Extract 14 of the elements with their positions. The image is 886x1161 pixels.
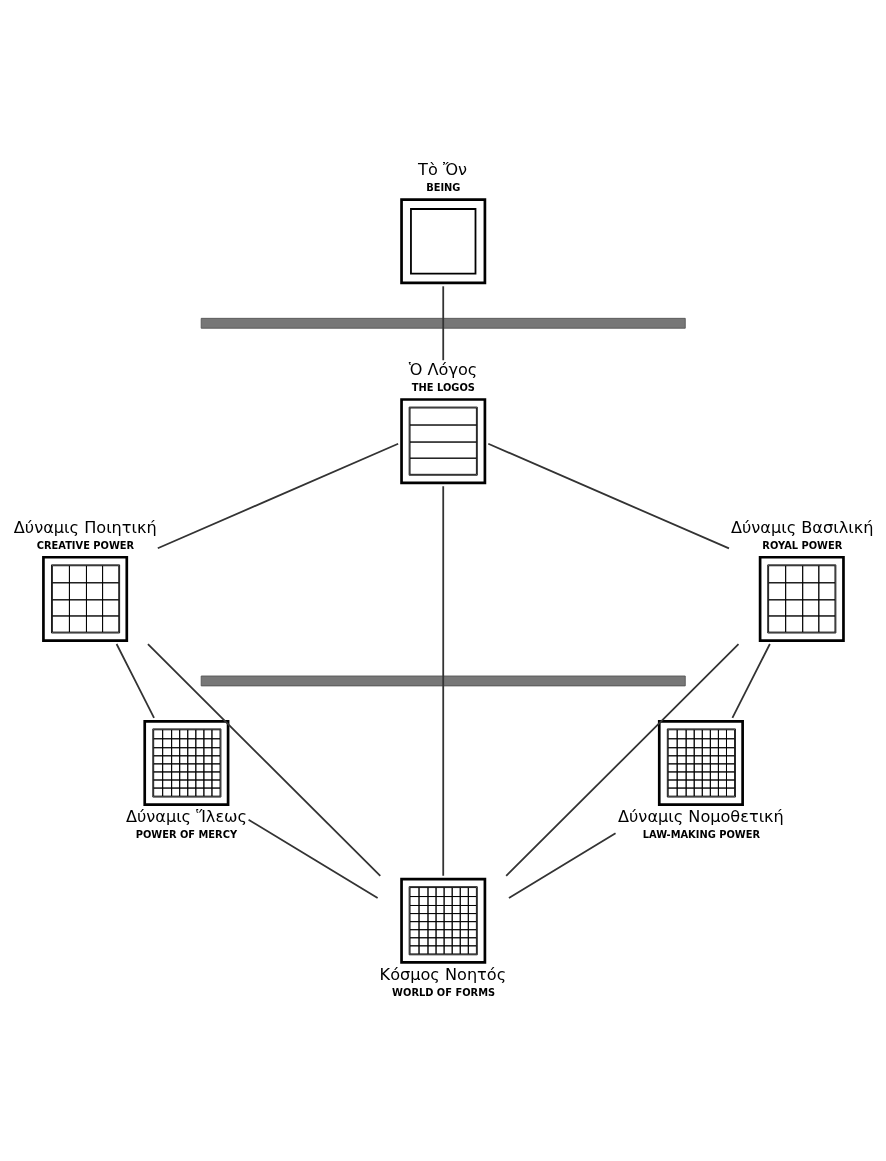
node-label: Δύναμις Ποιητική (13, 517, 157, 537)
node-label: Δύναμις Νομοθετική (618, 806, 784, 826)
node-label: Δύναμις Ἵλεως (125, 806, 248, 826)
node-label: Δύναμις Βασιλική (730, 517, 874, 537)
node-label: CREATIVE POWER (36, 539, 135, 551)
node-label: POWER OF MERCY (135, 828, 238, 840)
node-label: Κόσμος Νοητός (379, 964, 507, 984)
node-label: LAW-MAKING POWER (642, 828, 761, 840)
node-label: ROYAL POWER (762, 539, 843, 551)
node-label: WORLD OF FORMS (392, 986, 496, 998)
node-label: THE LOGOS (411, 381, 475, 393)
node-label: BEING (426, 181, 461, 193)
node-label: Τὸ Ὄν (418, 159, 468, 179)
node-label: Ὁ Λόγος (408, 359, 478, 379)
